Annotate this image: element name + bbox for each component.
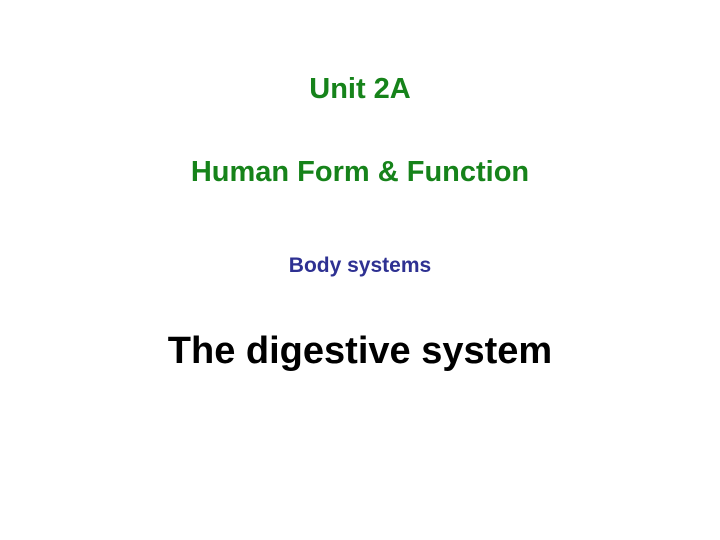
section-subheading: Body systems — [288, 254, 432, 277]
course-heading: Human Form & Function — [190, 156, 530, 188]
unit-heading: Unit 2A — [309, 73, 411, 105]
slide-title: The digestive system — [167, 330, 553, 372]
